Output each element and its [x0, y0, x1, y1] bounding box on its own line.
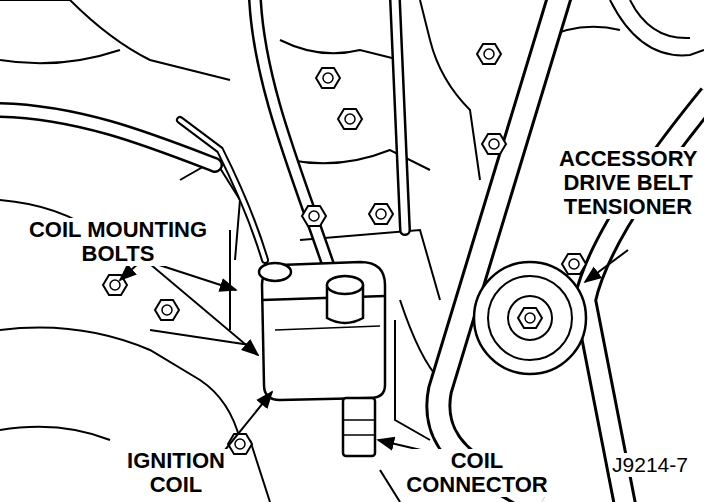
part-label: COIL CONNECTOR: [404, 449, 549, 497]
part-label: IGNITION COIL: [125, 449, 227, 497]
part-label: COIL MOUNTING BOLTS: [16, 218, 220, 266]
part-label: ACCESSORY DRIVE BELT TENSIONER: [557, 147, 699, 219]
figure-code: J9214-7: [610, 453, 690, 477]
